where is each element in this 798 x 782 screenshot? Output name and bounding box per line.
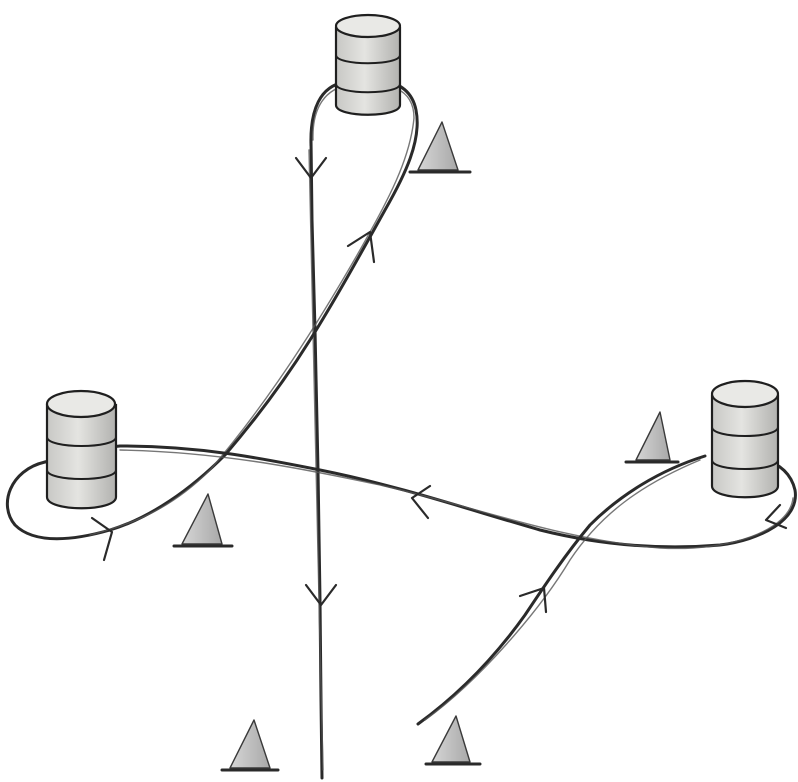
cone-bottom-center xyxy=(424,715,482,766)
barrel-left xyxy=(45,389,118,510)
arrow-left-icon xyxy=(764,503,788,530)
barrel-right xyxy=(710,379,780,499)
arrow-down-icon xyxy=(294,156,328,180)
arrow-left-icon xyxy=(410,484,432,520)
cone-bottom-left xyxy=(220,719,280,772)
right-exit-path xyxy=(416,454,707,726)
vertical-path-sketch xyxy=(308,149,324,771)
s-curve-sketch xyxy=(119,449,794,550)
top-barrel-loop-sketch xyxy=(89,82,415,536)
barrel-top xyxy=(334,13,402,116)
arrow-down-icon xyxy=(304,583,338,607)
route-paths xyxy=(5,78,797,780)
arrow-up-right-icon xyxy=(518,586,548,614)
cone-top-right xyxy=(408,121,472,174)
s-curve-path xyxy=(118,444,797,549)
cone-left-center xyxy=(172,493,234,548)
arrow-right-icon xyxy=(90,516,114,562)
right-exit-sketch xyxy=(424,459,701,721)
arrow-up-right-icon xyxy=(346,230,376,264)
direction-arrows xyxy=(90,156,788,614)
cone-right-upper xyxy=(624,411,680,464)
